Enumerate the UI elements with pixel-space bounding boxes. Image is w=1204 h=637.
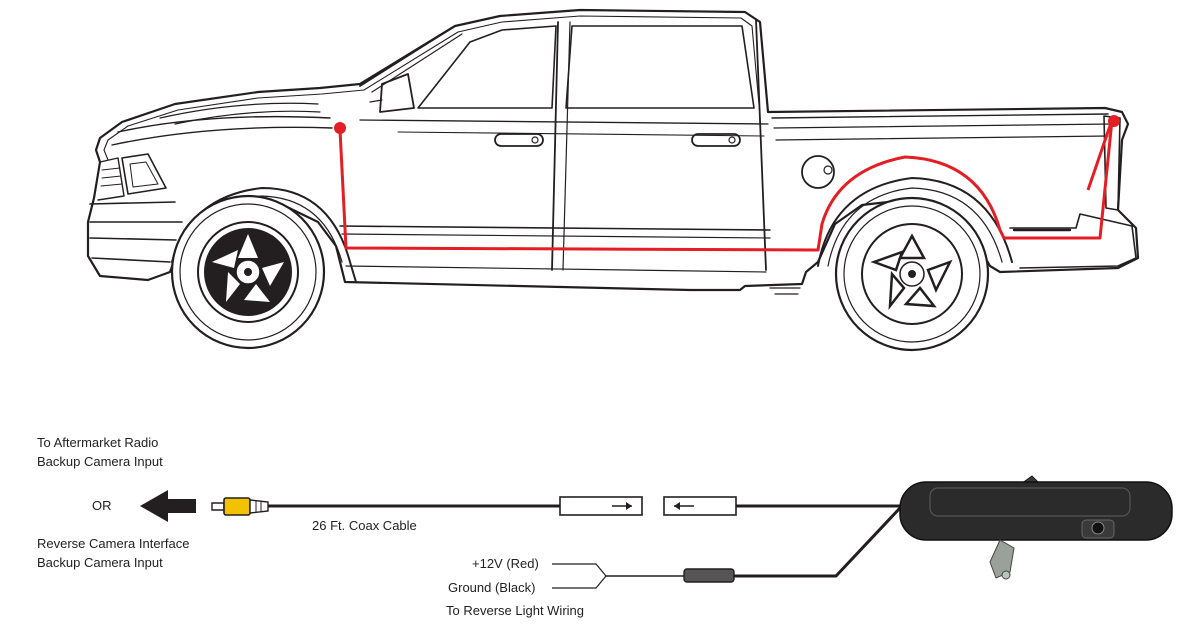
rocker-panel [345, 265, 767, 273]
side-mirror-arm [369, 99, 383, 103]
hood-line [111, 126, 333, 146]
headlight [121, 153, 167, 195]
keyhole [728, 136, 736, 144]
rear-window [565, 25, 755, 109]
rear-wheel-arch [817, 177, 1013, 267]
red-wire-lead [552, 563, 607, 577]
fuel-door [801, 155, 835, 189]
door-crease [397, 131, 765, 137]
frame-detail [769, 287, 801, 295]
coax-coupler-right [663, 496, 737, 516]
hood-line [117, 115, 331, 133]
b-pillar-inner [562, 21, 571, 271]
hood-crease [159, 102, 319, 119]
grille-bars [100, 167, 123, 187]
headlight-inner [129, 161, 159, 188]
truck-body-inner-outline [103, 15, 761, 161]
coax-coupler-left [559, 496, 643, 516]
black-wire-lead [552, 575, 607, 589]
keyhole [531, 136, 539, 144]
hood-crease [174, 110, 321, 125]
rca-connector-icon [211, 497, 269, 516]
c-pillar [755, 19, 767, 271]
side-mirror [379, 73, 415, 113]
cable-route-line [338, 119, 1114, 252]
interface-label-line1: Reverse Camera Interface [37, 536, 190, 551]
belt-line [359, 119, 769, 125]
interface-label-line2: Backup Camera Input [37, 555, 163, 570]
rear-wheel [834, 196, 990, 352]
front-bumper [89, 201, 183, 263]
radio-input-label-line1: To Aftermarket Radio [37, 435, 159, 450]
or-label: OR [92, 498, 112, 513]
fuel-cap [823, 165, 833, 175]
rocker-panel [341, 233, 771, 239]
rear-wheel-arch-inner [827, 187, 1003, 267]
cable-route-branch [1086, 119, 1114, 191]
radio-input-label-line2: Backup Camera Input [37, 454, 163, 469]
cable-route [334, 115, 1120, 252]
red-wire-label: +12V (Red) [472, 556, 539, 571]
bed-side-crease [775, 135, 1109, 141]
rocker-panel [339, 225, 771, 231]
coax-cable-label: 26 Ft. Coax Cable [312, 518, 417, 533]
front-door-handle [494, 133, 544, 147]
grille [97, 157, 125, 201]
rear-door-handle [691, 133, 741, 147]
route-end-point [1108, 115, 1120, 127]
rear-bumper [1009, 213, 1137, 269]
a-pillar [359, 25, 456, 87]
bed-rail-top [771, 113, 1109, 119]
front-window [417, 25, 557, 109]
front-wheel [170, 194, 326, 350]
bed-rail-line [773, 123, 1113, 129]
reverse-light-label: To Reverse Light Wiring [446, 603, 584, 618]
power-cable [734, 506, 902, 578]
output-arrow-icon [140, 490, 196, 522]
route-start-point [334, 122, 346, 134]
inline-connector [683, 568, 735, 583]
backup-camera-icon [899, 475, 1173, 580]
black-wire-label: Ground (Black) [448, 580, 536, 595]
